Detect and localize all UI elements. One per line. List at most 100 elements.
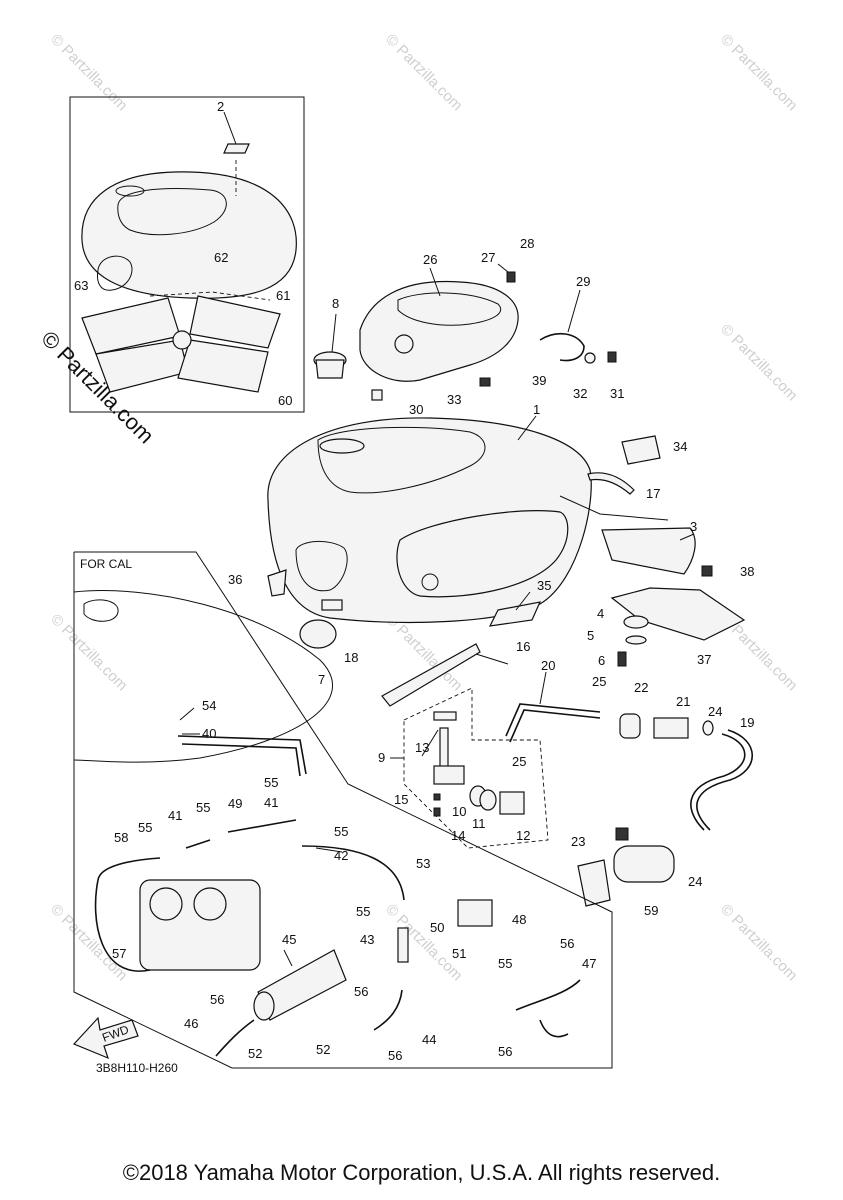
callout-50: 50 [430,920,444,935]
watermark-text: © Partzilla.com [47,901,130,984]
callout-27: 27 [481,250,495,265]
callout-40: 40 [202,726,216,741]
callout-47: 47 [582,956,596,971]
callout-33: 33 [447,392,461,407]
callout-12: 12 [516,828,530,843]
damper-7 [299,619,337,649]
callout-21: 21 [676,694,690,709]
callout-56-b: 56 [354,984,368,999]
copyright-notice: ©2018 Yamaha Motor Corporation, U.S.A. A… [122,1160,721,1185]
tank-cover [359,271,617,401]
decal-inset [69,96,305,413]
decal-34 [621,435,661,465]
callout-23: 23 [571,834,585,849]
callout-55-f: 55 [498,956,512,971]
callout-57: 57 [112,946,126,961]
callout-11: 11 [472,816,486,831]
damper-36 [267,569,287,597]
callout-25-lower: 25 [512,754,526,769]
callout-34: 34 [673,439,687,454]
callout-16: 16 [516,639,530,654]
callout-2: 2 [217,99,224,114]
watermark-text: © Partzilla.com [717,31,800,114]
callout-4: 4 [597,606,604,621]
callouts: 2 62 63 61 60 26 27 28 29 8 30 39 32 31 … [74,99,754,1063]
fuel-line-right [505,703,754,907]
callout-55-d: 55 [334,824,348,839]
callout-13: 13 [415,740,429,755]
callout-25-upper: 25 [592,674,606,689]
watermark-text: © Partzilla.com [382,31,465,114]
callout-19: 19 [740,715,754,730]
callout-15: 15 [394,792,408,807]
decal-17 [587,472,635,495]
watermark-text: © Partzilla.com [717,901,800,984]
callout-3: 3 [690,519,697,534]
decal-35 [488,601,542,627]
watermark-text: © Partzilla.com [382,901,465,984]
callout-5: 5 [587,628,594,643]
callout-37: 37 [697,652,711,667]
callout-46: 46 [184,1016,198,1031]
callout-54: 54 [202,698,216,713]
parts-diagram: © Partzilla.com © Partzilla.com © Partzi… [36,31,800,1075]
callout-6: 6 [598,653,605,668]
callout-55-a: 55 [264,775,278,790]
washer-5 [625,635,647,645]
callout-44: 44 [422,1032,436,1047]
callout-24-upper: 24 [708,704,722,719]
callout-52-b: 52 [316,1042,330,1057]
watermark-text: © Partzilla.com [47,31,130,114]
callout-32: 32 [573,386,587,401]
callout-61: 61 [276,288,290,303]
callout-41-a: 41 [264,795,278,810]
callout-62: 62 [214,250,228,265]
callout-43: 43 [360,932,374,947]
callout-8: 8 [332,296,339,311]
callout-1: 1 [533,402,540,417]
callout-20: 20 [541,658,555,673]
callout-58: 58 [114,830,128,845]
fuel-tank [267,417,669,623]
strip-16 [381,643,481,707]
callout-56-e: 56 [498,1044,512,1059]
callout-56-c: 56 [210,992,224,1007]
callout-17: 17 [646,486,660,501]
callout-49: 49 [228,796,242,811]
fuel-cap [313,351,347,379]
callout-30: 30 [409,402,423,417]
callout-18: 18 [344,650,358,665]
damper-18 [321,599,343,611]
callout-38: 38 [740,564,754,579]
callout-51: 51 [452,946,466,961]
leader-lines [179,111,735,967]
callout-28: 28 [520,236,534,251]
callout-55-c: 55 [138,820,152,835]
callout-9: 9 [378,750,385,765]
callout-31: 31 [610,386,624,401]
callout-10: 10 [452,804,466,819]
figure-code: 3B8H110-H260 [96,1061,178,1075]
callout-63: 63 [74,278,88,293]
bracket-3 [601,527,746,641]
callout-55-e: 55 [356,904,370,919]
callout-41-b: 41 [168,808,182,823]
watermark-text: © Partzilla.com [47,611,130,694]
callout-48: 48 [512,912,526,927]
bolt-6 [617,651,627,667]
callout-36: 36 [228,572,242,587]
fuel-cock-group [403,687,549,849]
callout-26: 26 [423,252,437,267]
callout-60: 60 [278,393,292,408]
callout-59: 59 [644,903,658,918]
callout-55-b: 55 [196,800,210,815]
callout-53: 53 [416,856,430,871]
for-cal-label: FOR CAL [80,557,132,571]
callout-56-a: 56 [560,936,574,951]
callout-56-d: 56 [388,1048,402,1063]
callout-29: 29 [576,274,590,289]
watermark-text: © Partzilla.com [717,321,800,404]
callout-14: 14 [451,828,465,843]
cal-inset: FOR CAL FWD 3B8H110-H260 [72,551,613,1075]
callout-39: 39 [532,373,546,388]
